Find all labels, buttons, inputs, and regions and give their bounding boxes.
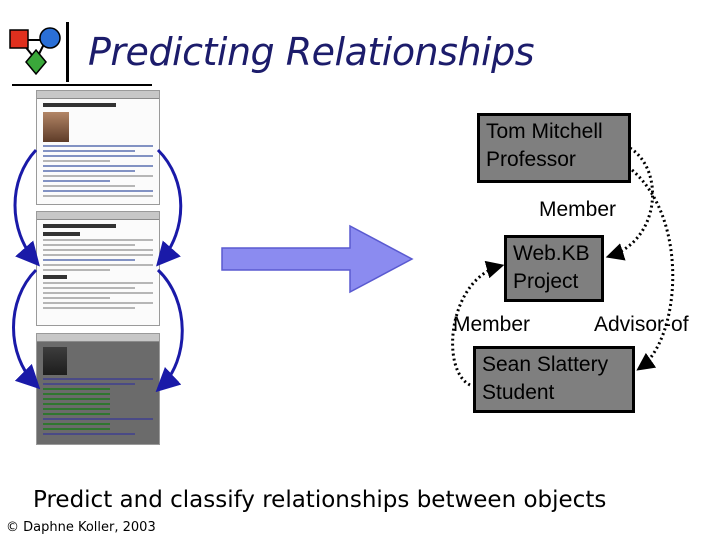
edge-advisor-of (631, 168, 675, 371)
title-divider-vertical (66, 22, 69, 82)
hyperlink-arrow-right-top (156, 148, 183, 267)
hyperlink-arrow-left-top (13, 148, 40, 267)
node-tom-line1: Tom Mitchell (486, 120, 603, 143)
edge-label-advisor-of: Advisor-of (594, 313, 689, 336)
project-homepage-thumbnail (36, 211, 160, 326)
title-divider-horizontal (12, 84, 152, 86)
node-webkb-project: Web.KB Project (504, 235, 604, 302)
slide-title: Predicting Relationships (88, 30, 535, 74)
slide-caption: Predict and classify relationships betwe… (33, 487, 607, 513)
node-tom-mitchell: Tom Mitchell Professor (477, 113, 631, 183)
hyperlink-arrow-right-bottom (155, 268, 184, 393)
node-sean-line1: Sean Slattery (482, 353, 609, 376)
node-sean-line2: Student (482, 381, 555, 404)
hyperlink-arrow-left-bottom (12, 268, 41, 390)
student-homepage-thumbnail (36, 333, 160, 445)
node-webkb-line2: Project (513, 270, 579, 293)
edge-tom-member-webkb (605, 146, 654, 261)
transform-arrow (221, 224, 414, 294)
node-webkb-line1: Web.KB (513, 242, 590, 265)
edge-sean-member-webkb (451, 260, 505, 387)
copyright-footer: © Daphne Koller, 2003 (6, 520, 156, 535)
edge-label-tom-member: Member (539, 198, 617, 221)
relational-graph-logo-icon (9, 27, 61, 76)
edge-label-sean-member: Member (453, 313, 531, 336)
node-sean-slattery: Sean Slattery Student (473, 346, 635, 413)
faculty-homepage-thumbnail (36, 90, 160, 205)
node-tom-line2: Professor (486, 148, 576, 171)
